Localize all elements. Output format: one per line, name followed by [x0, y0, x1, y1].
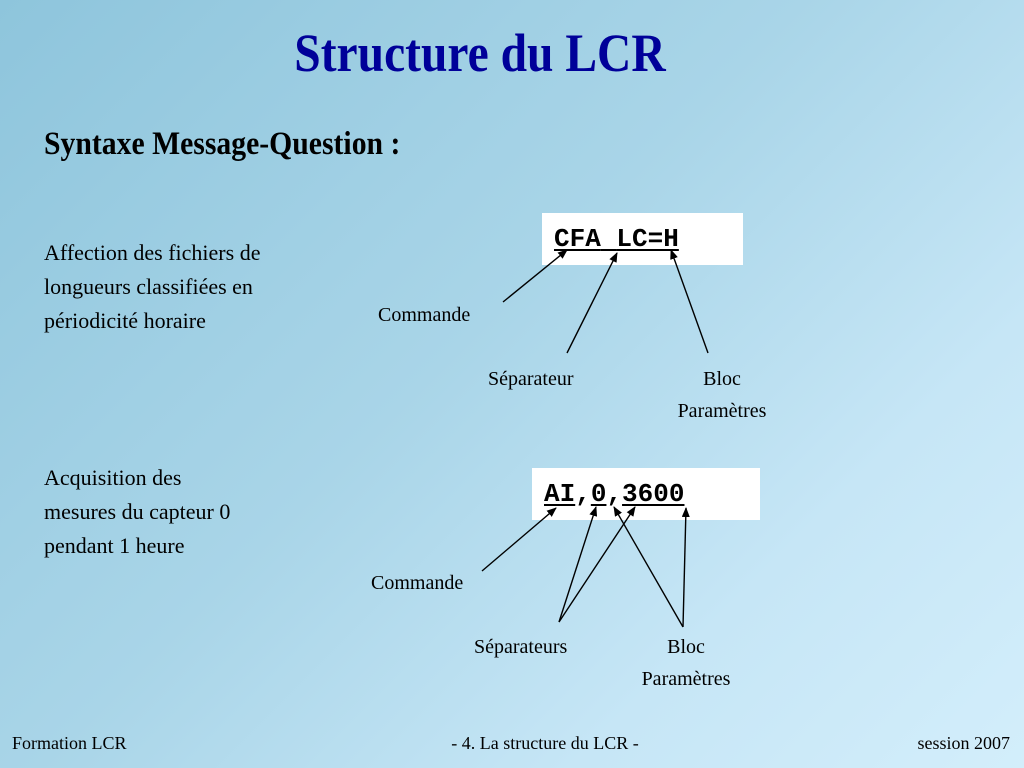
label-line: Paramètres — [677, 400, 767, 422]
arrow-parameters-icon — [670, 249, 709, 354]
label-separators: Séparateurs — [474, 636, 568, 658]
example2-code-box: AI,0,3600 — [532, 468, 760, 520]
label-separator: Séparateur — [488, 368, 574, 390]
code-parameters: LC=H — [616, 224, 679, 254]
arrow-separator-icon — [558, 506, 598, 623]
example1-code-box: CFA LC=H — [542, 213, 743, 265]
code-parameter: 3600 — [622, 479, 685, 509]
label-parameter-block: Bloc Paramètres — [660, 363, 784, 427]
label-command: Commande — [378, 304, 471, 326]
code-parameter: 0 — [590, 479, 607, 509]
slide-title: Structure du LCR — [294, 23, 666, 83]
code-command: AI — [544, 479, 576, 509]
description-line: mesures du capteur 0 — [44, 499, 231, 524]
label-parameter-block: Bloc Paramètres — [624, 631, 748, 695]
arrow-separator-icon — [566, 252, 618, 354]
arrow-parameters-icon — [613, 506, 684, 628]
label-command: Commande — [371, 572, 464, 594]
description-line: pendant 1 heure — [44, 533, 185, 558]
description-line: périodicité horaire — [44, 308, 206, 333]
arrow-parameters-icon — [681, 507, 690, 628]
example2-description: Acquisition des mesures du capteur 0 pen… — [44, 461, 230, 563]
code-separator: , — [575, 479, 591, 509]
label-line: Bloc — [703, 368, 741, 390]
code-command: CFA — [554, 224, 601, 254]
description-line: longueurs classifiées en — [44, 274, 253, 299]
example1-description: Affection des fichiers de longueurs clas… — [44, 236, 260, 338]
label-line: Paramètres — [641, 668, 731, 690]
section-heading: Syntaxe Message-Question : — [44, 126, 401, 162]
footer-center: - 4. La structure du LCR - — [451, 733, 639, 753]
description-line: Affection des fichiers de — [44, 240, 261, 265]
arrow-separator-icon — [558, 506, 636, 623]
label-line: Bloc — [667, 636, 705, 658]
footer-left: Formation LCR — [12, 733, 127, 753]
footer-right: session 2007 — [917, 733, 1010, 753]
code-separator — [601, 224, 617, 254]
description-line: Acquisition des — [44, 465, 182, 490]
code-separator: , — [606, 479, 623, 509]
